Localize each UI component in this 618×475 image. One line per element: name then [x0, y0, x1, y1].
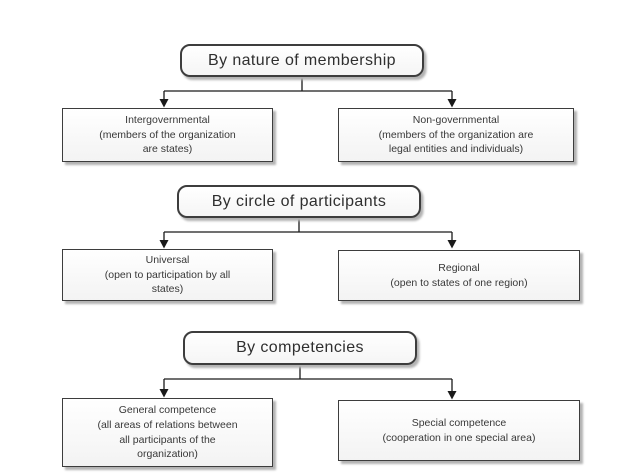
node-general-competence: General competence (all areas of relatio…	[62, 398, 273, 467]
node-universal: Universal (open to participation by all …	[62, 249, 273, 301]
arrowhead-down-icon	[159, 240, 169, 249]
connector-tree-nature-of-membership	[159, 77, 457, 108]
connector-tree-competencies	[159, 365, 457, 400]
connector-tree-circle-of-participants	[159, 218, 457, 249]
header-box-nature-of-membership: By nature of membership	[180, 44, 424, 77]
node-regional: Regional (open to states of one region)	[338, 250, 580, 301]
arrowhead-down-icon	[159, 99, 169, 108]
arrowhead-down-icon	[447, 391, 457, 400]
node-non-governmental: Non-governmental (members of the organiz…	[338, 108, 574, 162]
header-box-circle-of-participants: By circle of participants	[177, 185, 421, 218]
node-special-competence: Special competence (cooperation in one s…	[338, 400, 580, 461]
arrowhead-down-icon	[447, 240, 457, 249]
arrowhead-down-icon	[447, 99, 457, 108]
arrowhead-down-icon	[159, 389, 169, 398]
header-box-competencies: By competencies	[183, 331, 417, 365]
node-intergovernmental: Intergovernmental (members of the organi…	[62, 108, 273, 162]
